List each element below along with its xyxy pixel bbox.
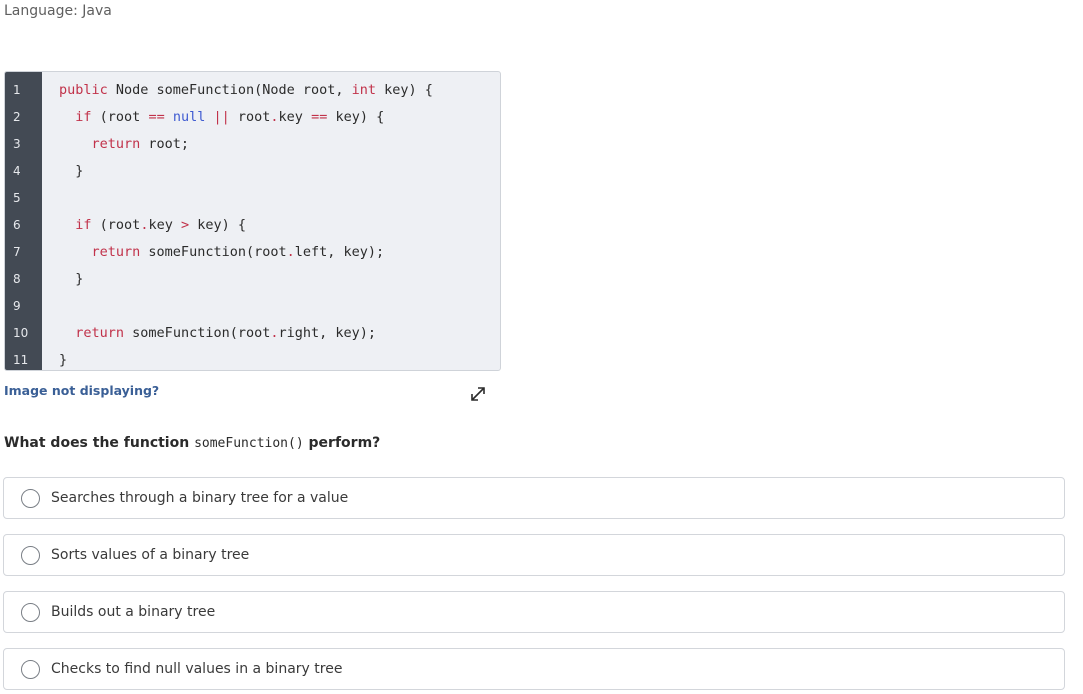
code-token — [205, 109, 213, 125]
line-number: 3 — [13, 137, 21, 151]
code-token — [59, 325, 75, 341]
code-line: } — [59, 347, 500, 370]
line-number: 11 — [13, 353, 29, 367]
code-line — [59, 185, 500, 212]
code-token: (root — [91, 217, 141, 233]
code-line: } — [59, 266, 500, 293]
code-token: . — [286, 244, 295, 260]
code-token: || — [213, 109, 230, 125]
expand-icon[interactable] — [468, 384, 488, 404]
line-number: 1 — [13, 83, 21, 97]
line-number-gutter: 1 2 3 4 5 6 7 8 9 10 11 — [5, 72, 42, 370]
question-code: someFunction() — [194, 436, 304, 451]
answer-option-2[interactable]: Sorts values of a binary tree — [3, 534, 1065, 576]
code-token: someFunction(root — [124, 325, 271, 341]
language-label: Language: Java — [4, 3, 112, 19]
line-number: 10 — [13, 326, 29, 340]
answer-option-1[interactable]: Searches through a binary tree for a val… — [3, 477, 1065, 519]
code-token: right, key); — [278, 325, 377, 341]
radio-unselected-icon[interactable] — [21, 602, 40, 622]
answer-option-label: Sorts values of a binary tree — [51, 547, 250, 563]
code-token — [59, 109, 75, 125]
code-line — [59, 293, 500, 320]
code-token: null — [172, 109, 206, 125]
code-token: > — [180, 217, 190, 233]
code-token: key — [278, 109, 312, 125]
code-token: someFunction(root — [140, 244, 287, 260]
answer-option-label: Checks to find null values in a binary t… — [51, 661, 343, 677]
code-token: int — [351, 82, 377, 98]
code-content: public Node someFunction(Node root, int … — [42, 72, 500, 370]
code-token: == — [311, 109, 328, 125]
code-token — [165, 109, 173, 125]
code-token: if — [75, 217, 92, 233]
line-number: 2 — [13, 110, 21, 124]
code-token: key) { — [327, 109, 385, 125]
code-token: return — [91, 244, 141, 260]
code-token: key — [148, 217, 181, 233]
question-suffix: perform? — [303, 435, 381, 451]
code-line: return someFunction(root.left, key); — [59, 239, 500, 266]
code-token: . — [270, 325, 279, 341]
line-number: 4 — [13, 164, 21, 178]
code-token: root — [229, 109, 271, 125]
code-token: == — [148, 109, 165, 125]
line-number: 7 — [13, 245, 21, 259]
code-line: if (root.key > key) { — [59, 212, 500, 239]
code-token: . — [140, 217, 149, 233]
radio-unselected-icon[interactable] — [21, 545, 40, 565]
radio-unselected-icon[interactable] — [21, 488, 40, 508]
line-number: 6 — [13, 218, 21, 232]
code-token: if — [75, 109, 92, 125]
code-line: if (root == null || root.key == key) { — [59, 104, 500, 131]
code-line: return root; — [59, 131, 500, 158]
code-token: Node someFunction(Node root, — [107, 82, 352, 98]
code-token: return — [75, 325, 125, 341]
code-token — [59, 136, 92, 152]
answer-option-label: Searches through a binary tree for a val… — [51, 490, 349, 506]
line-number: 9 — [13, 299, 21, 313]
code-token: public — [59, 82, 108, 98]
code-line: } — [59, 158, 500, 185]
code-token: root; — [140, 136, 190, 152]
code-block: 1 2 3 4 5 6 7 8 9 10 11 public Node some… — [4, 71, 501, 371]
code-token: } — [59, 271, 84, 287]
answer-option-label: Builds out a binary tree — [51, 604, 216, 620]
answer-option-4[interactable]: Checks to find null values in a binary t… — [3, 648, 1065, 690]
line-number: 8 — [13, 272, 21, 286]
code-line: return someFunction(root.right, key); — [59, 320, 500, 347]
answer-option-3[interactable]: Builds out a binary tree — [3, 591, 1065, 633]
code-token: return — [91, 136, 141, 152]
code-token: } — [59, 352, 68, 368]
line-number: 5 — [13, 191, 21, 205]
code-token — [59, 244, 92, 260]
code-token: (root — [91, 109, 149, 125]
code-line: public Node someFunction(Node root, int … — [59, 77, 500, 104]
code-token — [59, 217, 75, 233]
image-not-displaying-link[interactable]: Image not displaying? — [4, 383, 160, 398]
code-token: . — [270, 109, 279, 125]
question-text: What does the function someFunction() pe… — [4, 435, 380, 451]
radio-unselected-icon[interactable] — [21, 659, 40, 679]
question-prefix: What does the function — [4, 435, 195, 451]
code-token: key) { — [189, 217, 247, 233]
code-token: key) { — [376, 82, 433, 98]
code-token: } — [59, 163, 84, 179]
code-token: left, key); — [294, 244, 385, 260]
